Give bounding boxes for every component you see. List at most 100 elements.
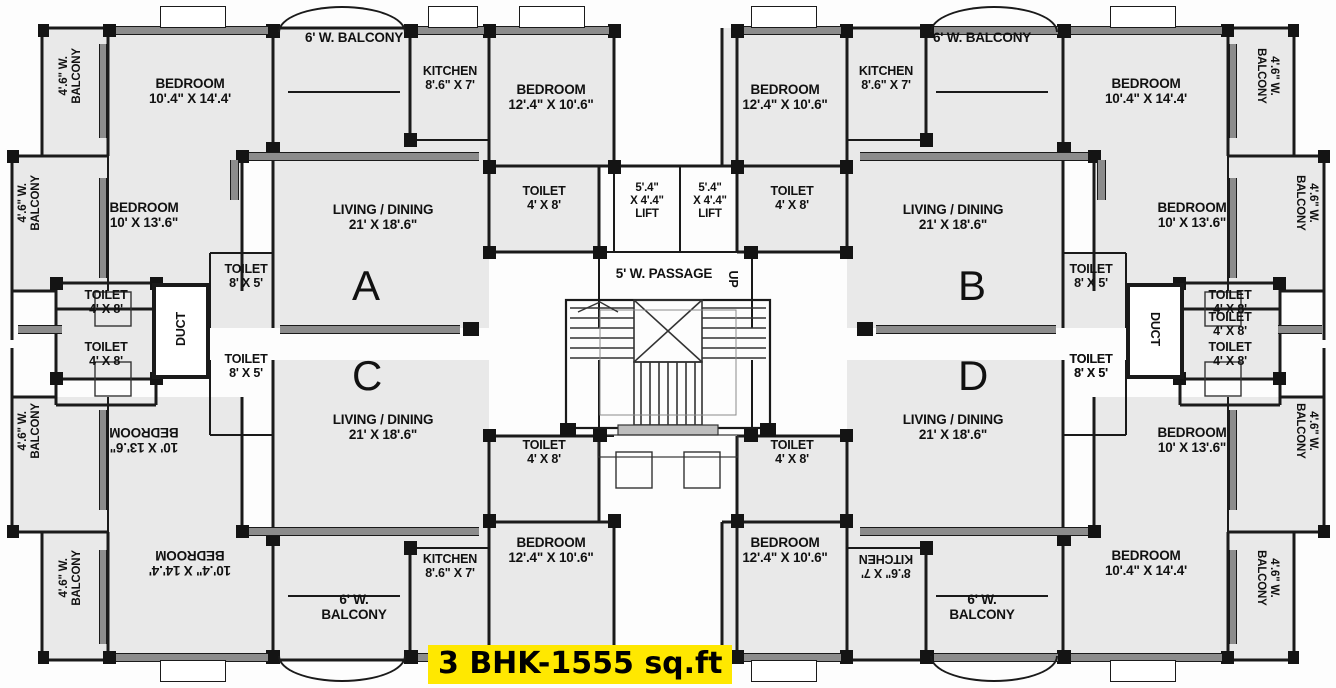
duct-right (1126, 283, 1184, 379)
label-kitchen-d: 8'.6" X 7' KITCHEN (858, 552, 914, 580)
pier (404, 24, 418, 38)
label-bedroom-c1: 10'.4" X 14'.4' BEDROOM (148, 548, 232, 579)
room-fill-bedroom-a1 (108, 28, 273, 156)
label-toilet-b1: TOILET 4' X 8' (1208, 288, 1252, 316)
pier (840, 160, 853, 174)
wall-strip (860, 527, 1088, 536)
pier (463, 322, 479, 336)
label-bedroom-d3: BEDROOM 12'.4" X 10'.6" (742, 535, 828, 566)
pier (1088, 525, 1101, 538)
unit-label-a: A (352, 262, 381, 309)
pier (744, 429, 758, 442)
unit-label-b: B (958, 262, 987, 309)
pier (404, 541, 417, 555)
balcony-rail (1229, 410, 1237, 510)
pier (731, 24, 744, 38)
pier (731, 650, 744, 664)
room-fill-toilet-a2 (56, 331, 156, 379)
label-balcony-b1: 4'.6" W. BALCONY (1255, 48, 1280, 104)
balcony-rail (99, 178, 107, 278)
room-fill-bedroom-a2 (12, 156, 242, 291)
label-bedroom-c3: BEDROOM 12'.4" X 10'.6" (508, 535, 594, 566)
label-toilet-b-long1: TOILET 8' X 5' (1069, 262, 1113, 290)
room-fill-bedroom-d1 (1063, 532, 1228, 660)
room-fill-toilet-a1 (56, 283, 156, 331)
window-projection (428, 6, 478, 28)
room-fill-balcony-b1 (1228, 28, 1294, 156)
room-fill-bedroom-c1 (108, 532, 273, 660)
label-balcony-wide-a: 6' W. BALCONY (304, 30, 404, 45)
pier (731, 160, 744, 174)
pier (103, 24, 116, 37)
window-projection (519, 6, 585, 28)
pier (7, 525, 19, 538)
label-toilet-a-long1: TOILET 8' X 5' (224, 262, 268, 290)
label-kitchen-c: KITCHEN 8'.6" X 7' (422, 552, 478, 580)
label-bedroom-b3: BEDROOM 12'.4" X 10'.6" (742, 82, 828, 113)
window-projection (751, 6, 817, 28)
pier (1273, 277, 1286, 290)
room-fill-bedroom-a3 (489, 28, 614, 166)
room-fill-bedroom-b1 (1063, 28, 1228, 156)
pier (1288, 651, 1299, 664)
pier (266, 24, 280, 38)
label-toilet-a2: TOILET 4' X 8' (84, 340, 128, 368)
pier (731, 514, 744, 528)
room-fill-bedroom-d2 (1094, 397, 1324, 532)
pier (760, 423, 776, 437)
wall-strip (249, 527, 479, 536)
label-bedroom-c2: 10' X 13'.6" BEDROOM (109, 425, 179, 456)
pier (7, 150, 19, 163)
pier (840, 514, 853, 528)
room-fill-bedroom-b2 (1094, 156, 1324, 291)
pier (920, 541, 933, 555)
pier (38, 24, 49, 37)
window-projection (160, 6, 226, 28)
room-fill-toilet-d3 (737, 436, 847, 522)
label-balcony-b2: 4'.6" W. BALCONY (1294, 175, 1319, 231)
room-fill-living-d (847, 360, 1063, 660)
pier (857, 322, 873, 336)
pier (744, 246, 758, 259)
pier (840, 429, 853, 442)
wall-strip (249, 152, 479, 161)
balcony-rail (99, 410, 107, 510)
room-fill-bedroom-b3 (722, 28, 855, 166)
label-duct-left: DUCT (174, 312, 188, 346)
pier (920, 133, 933, 147)
pier (560, 423, 576, 437)
wall-strip (18, 325, 62, 334)
room-fill-balcony-d1 (1228, 532, 1294, 660)
pier (236, 525, 249, 538)
pier (608, 24, 621, 38)
label-up: UP (726, 270, 740, 288)
balcony-rail (1229, 44, 1237, 138)
wall-strip (1278, 325, 1322, 334)
pier (236, 150, 249, 163)
room-fill-toilet-c3 (489, 436, 599, 522)
label-balcony-a2: 4'.6" W. BALCONY (17, 175, 42, 231)
label-bedroom-d1: BEDROOM 10'.4" X 14'.4' (1104, 548, 1188, 579)
room-fill-balcony-c1 (42, 532, 108, 660)
label-balcony-wide-c: 6' W. BALCONY (321, 592, 387, 623)
label-balcony-wide-b: 6' W. BALCONY (932, 30, 1032, 45)
room-fill-living-b (847, 28, 1063, 328)
pier (840, 24, 853, 38)
pier (840, 650, 853, 664)
window-projection (160, 660, 226, 682)
room-fill-toilet-b3 (737, 166, 847, 252)
label-bedroom-b2: BEDROOM 10' X 13'.6" (1157, 200, 1227, 231)
label-toilet-a1: TOILET 4' X 8' (84, 288, 128, 316)
pier (266, 650, 280, 664)
label-toilet-b2: TOILET 4' X 8' (1208, 340, 1252, 368)
pier (840, 246, 853, 259)
room-fill-balcony-a1 (42, 28, 108, 156)
pier (483, 514, 496, 528)
label-bedroom-d2: BEDROOM 10' X 13'.6" (1157, 425, 1227, 456)
label-bedroom-a3: BEDROOM 12'.4" X 10'.6" (508, 82, 594, 113)
wall-strip (230, 160, 239, 200)
label-balcony-d2: 4'.6" W. BALCONY (1294, 403, 1319, 459)
pier (103, 651, 116, 664)
label-balcony-d1: 4'.6" W. BALCONY (1255, 550, 1280, 606)
label-toilet-d-long: TOILET 8' X 5' (1069, 352, 1113, 380)
